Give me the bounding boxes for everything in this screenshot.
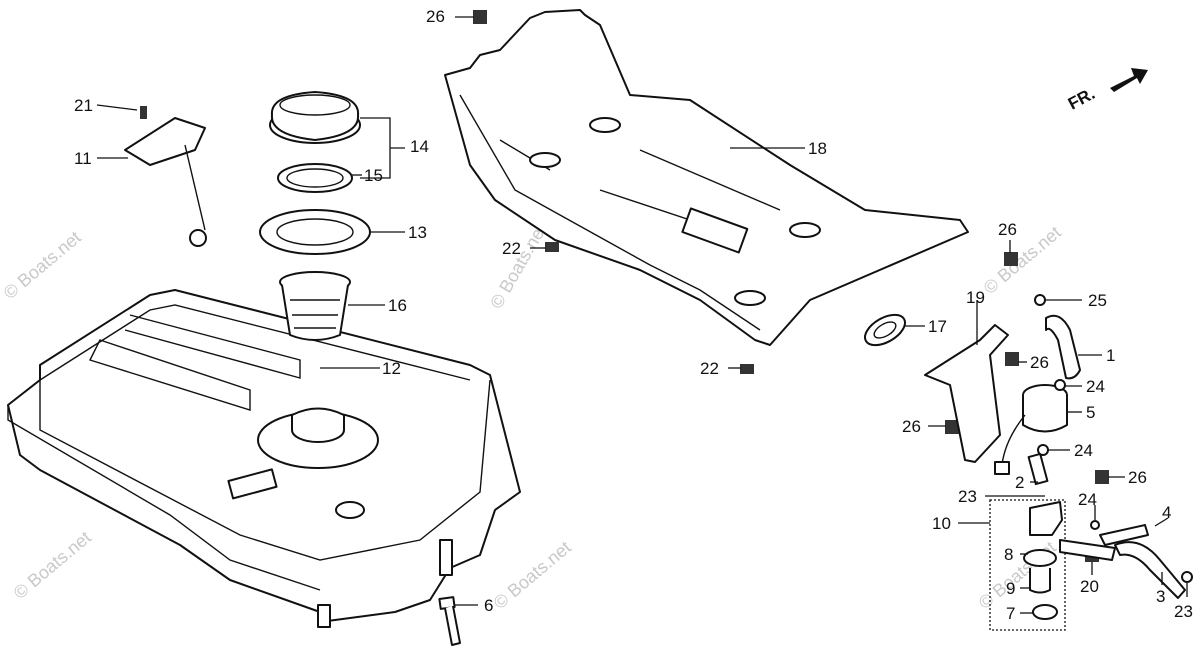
hose-clip (1090, 520, 1100, 530)
callout-26: 26 (998, 220, 1017, 239)
tank-bolt (438, 596, 461, 646)
callouts: 26 21 11 14 15 13 16 12 18 22 22 17 26 2… (74, 7, 1193, 623)
nut (740, 364, 754, 374)
cap-packing (277, 163, 353, 193)
watermark: © Boats.net (486, 220, 550, 312)
fuel-cap (269, 91, 361, 144)
callout-11: 11 (74, 149, 92, 168)
leader-lines (96, 16, 1188, 614)
callout-4: 4 (1162, 503, 1171, 522)
front-direction-indicator: FR. (1065, 68, 1148, 114)
skid-plate (444, 9, 969, 346)
callout-24: 24 (1078, 490, 1097, 509)
watermark: © Boats.net (980, 222, 1065, 298)
hose-clip (1034, 294, 1046, 306)
grommet (864, 313, 906, 347)
callout-17: 17 (928, 317, 947, 336)
fuel-cock-assembly (989, 452, 1066, 631)
callout-3: 3 (1156, 587, 1165, 606)
callout-20: 20 (1080, 577, 1099, 596)
callout-16: 16 (388, 296, 407, 315)
callout-26: 26 (1030, 353, 1049, 372)
callout-6: 6 (484, 596, 493, 615)
callout-22: 22 (502, 239, 521, 258)
callout-8: 8 (1004, 545, 1013, 564)
callout-14: 14 (410, 137, 429, 156)
callout-26: 26 (426, 7, 445, 26)
callout-12: 12 (382, 359, 401, 378)
callout-23: 23 (1174, 602, 1193, 621)
arrow-icon (1110, 68, 1148, 92)
callout-2: 2 (1015, 473, 1024, 492)
callout-10: 10 (932, 514, 951, 533)
callout-23: 23 (958, 487, 977, 506)
fuel-pump-bracket (924, 324, 1009, 463)
callout-13: 13 (408, 223, 427, 242)
nut (545, 242, 559, 252)
callout-15: 15 (364, 166, 383, 185)
callout-21: 21 (74, 96, 93, 115)
callout-26: 26 (1128, 468, 1147, 487)
fuel-hose-4 (1099, 524, 1149, 546)
callout-22: 22 (700, 359, 719, 378)
fuel-strainer (279, 271, 351, 341)
fuel-gauge-assembly (124, 106, 207, 247)
watermark: © Boats.net (490, 537, 575, 613)
callout-25: 25 (1088, 291, 1107, 310)
callout-26: 26 (902, 417, 921, 436)
hose-clip (1037, 444, 1049, 456)
fuel-tank (7, 289, 521, 628)
watermark: © Boats.net (0, 227, 85, 303)
callout-24: 24 (1086, 377, 1105, 396)
callout-7: 7 (1006, 604, 1015, 623)
callout-9: 9 (1006, 579, 1015, 598)
callout-18: 18 (808, 139, 827, 158)
hose-clip (1181, 571, 1193, 583)
callout-24: 24 (1074, 441, 1093, 460)
front-label: FR. (1065, 84, 1098, 114)
callout-19: 19 (966, 288, 985, 307)
watermark: © Boats.net (10, 527, 95, 603)
callout-5: 5 (1086, 403, 1095, 422)
hose-clip (1054, 379, 1066, 391)
fuel-hose (1045, 314, 1081, 380)
callout-1: 1 (1106, 346, 1115, 365)
fuel-pump (994, 384, 1068, 475)
fuel-hose-3 (1114, 541, 1186, 599)
